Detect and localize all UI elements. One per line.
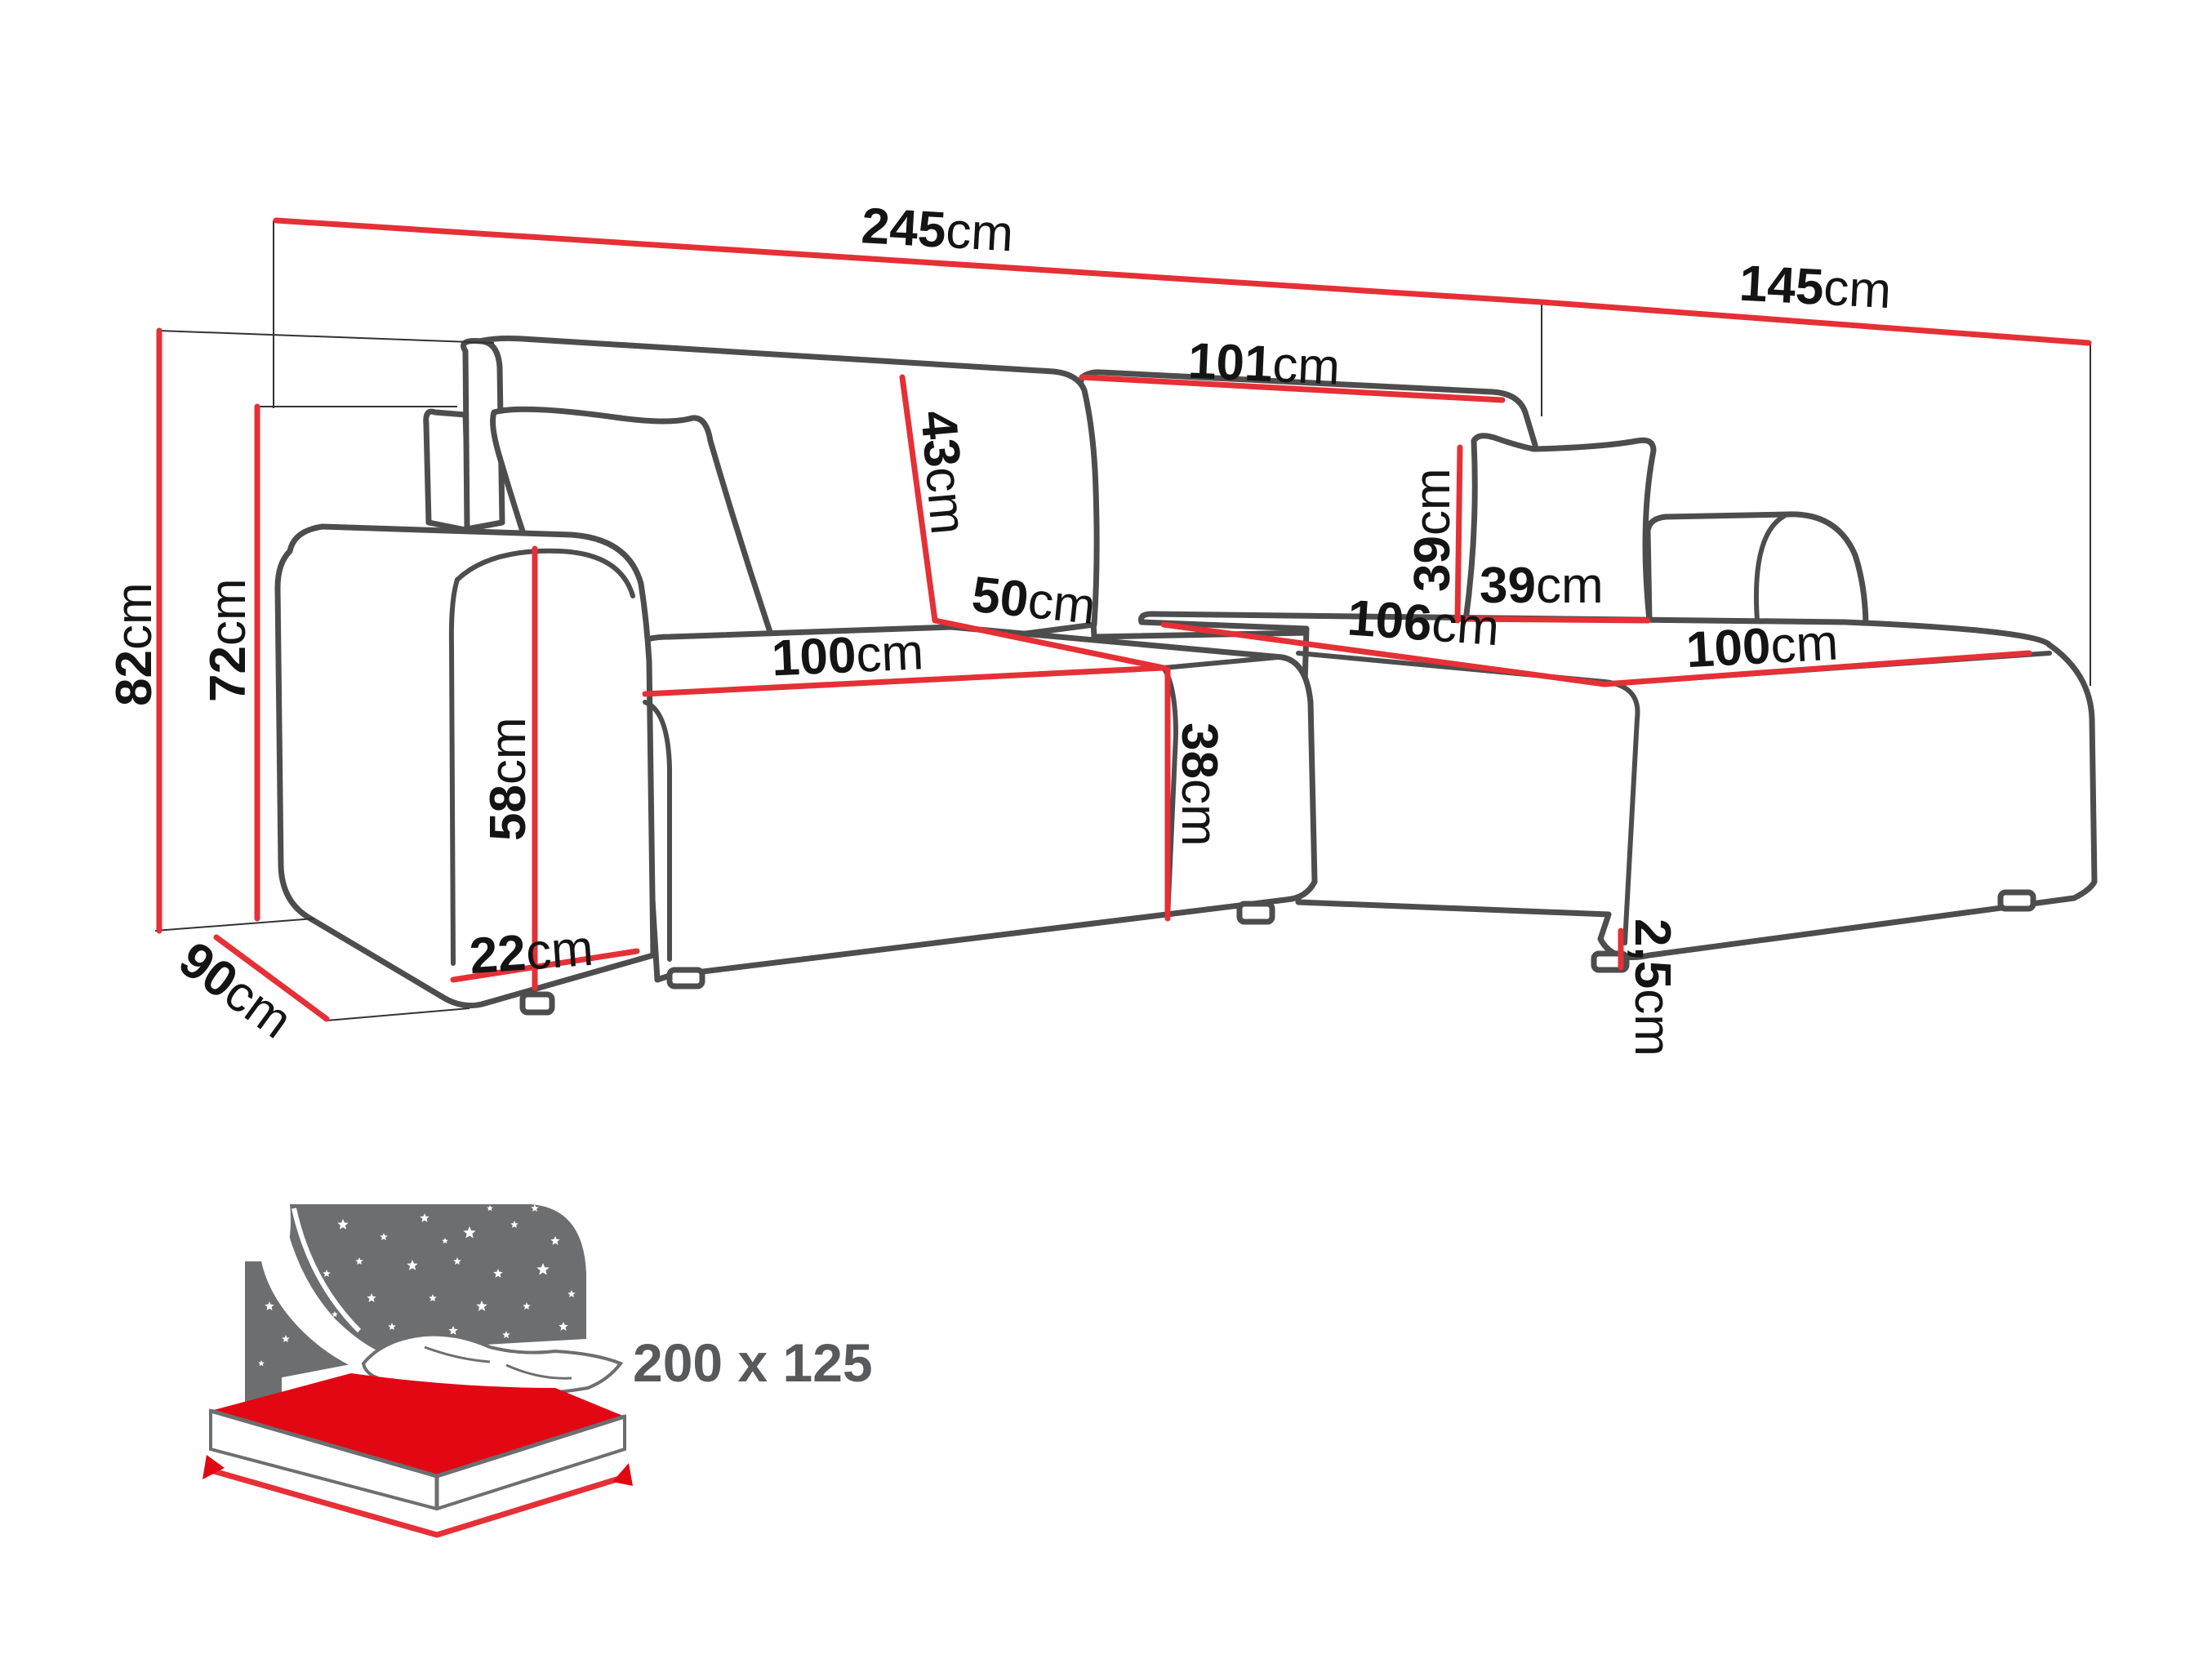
dim-line-cushion-height <box>1454 444 1463 624</box>
star-icon <box>510 1221 519 1228</box>
dim-line-seat-depth <box>932 617 1167 671</box>
dim-line-chaise-seat-length <box>1160 621 1608 687</box>
dimension-lines <box>156 217 2092 1022</box>
star-icon <box>523 1302 531 1310</box>
label-arm-width: 22cm <box>468 920 595 985</box>
star-icon <box>476 1301 487 1311</box>
star-icon <box>332 1311 338 1318</box>
label-leg-height: 2,5cm <box>1624 918 1680 1056</box>
star-icon <box>448 1326 458 1335</box>
sleeping-area-icon <box>203 1204 633 1538</box>
dim-line-back-width <box>1079 374 1506 403</box>
label-cushion-width: 39cm <box>1480 558 1604 614</box>
label-chaise-seat-length: 106cm <box>1346 589 1501 656</box>
star-icon <box>463 1226 476 1239</box>
star-icon <box>550 1236 560 1245</box>
star-icon <box>536 1263 550 1275</box>
star-icon <box>493 1269 503 1278</box>
dim-line-seat-width-left <box>642 665 1167 697</box>
star-icon <box>355 1257 363 1265</box>
label-chaise-width: 145cm <box>1738 256 1892 320</box>
label-total-width: 245cm <box>860 198 1015 262</box>
star-icon <box>453 1257 461 1265</box>
dim-line-arm-width <box>450 948 640 983</box>
star-icon <box>531 1204 539 1212</box>
label-total-height: 82cm <box>106 582 162 706</box>
star-icon <box>323 1270 331 1277</box>
star-icon <box>567 1290 576 1297</box>
star-icon <box>258 1360 265 1367</box>
star-icon <box>502 1331 510 1338</box>
dim-line-depth <box>213 934 330 1022</box>
extension-lines <box>154 220 2091 1021</box>
label-seat-depth: 50cm <box>969 567 1098 635</box>
sofa-drawing <box>274 335 2098 1016</box>
star-icon <box>420 1213 429 1222</box>
label-arm-side-height: 58cm <box>480 717 536 841</box>
star-icon <box>367 1293 376 1302</box>
star-icon <box>407 1260 418 1270</box>
label-arm-height: 72cm <box>200 578 256 702</box>
label-backrest-height: 43cm <box>910 408 977 536</box>
dim-line-seat-width-chaise <box>1601 650 2032 687</box>
label-seat-width-chaise: 100cm <box>1685 615 1839 679</box>
dim-line-cushion-width <box>1457 616 1651 624</box>
star-icon <box>380 1233 388 1240</box>
label-seat-height: 38cm <box>1171 723 1227 847</box>
star-icon <box>559 1322 568 1331</box>
star-icon <box>442 1238 448 1244</box>
star-icon <box>265 1301 274 1310</box>
star-icon <box>487 1205 493 1212</box>
label-cushion-height: 39cm <box>1404 468 1461 592</box>
label-seat-width-left: 100cm <box>771 624 925 687</box>
star-icon <box>429 1294 437 1301</box>
label-back-width: 101cm <box>1187 333 1342 396</box>
dim-line-backrest-height <box>899 374 938 624</box>
bed-size-label: 200 x 125 <box>633 1332 873 1393</box>
star-icon <box>337 1219 349 1230</box>
star-icon <box>282 1335 290 1342</box>
dim-line-total-width <box>273 217 1545 305</box>
star-icon <box>388 1323 396 1330</box>
dim-line-chaise-width <box>1538 299 2092 346</box>
